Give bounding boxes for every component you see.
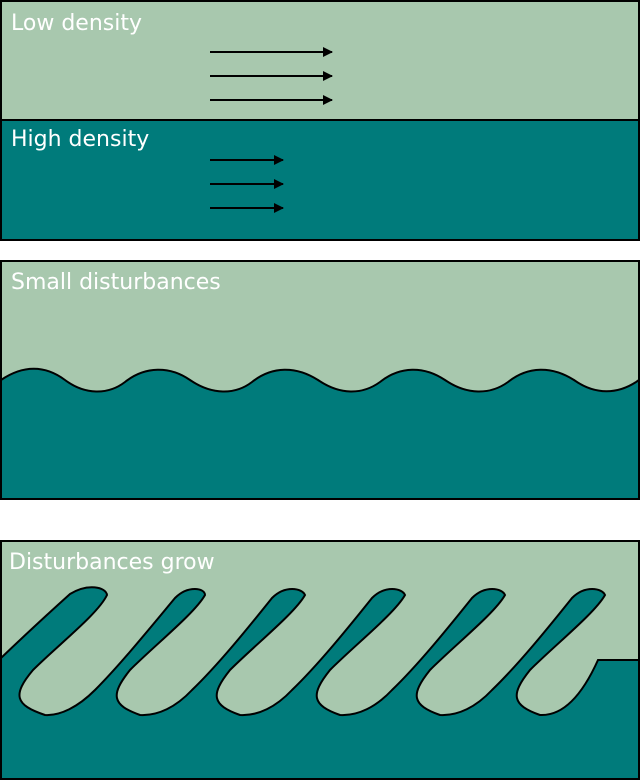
panel-initial: Low density High density xyxy=(0,0,640,241)
upper-fluid-with-curls xyxy=(0,540,640,717)
panel-small-disturbances: Small disturbances xyxy=(0,260,640,500)
wavy-interface-line xyxy=(0,367,640,393)
wavy-high-density-layer xyxy=(1,368,639,499)
panel-border xyxy=(0,260,640,500)
label-disturbances-grow: Disturbances grow xyxy=(9,550,215,575)
panel-border xyxy=(0,0,640,241)
upper-flow-arrows xyxy=(210,47,333,105)
panel-border xyxy=(0,540,640,780)
panel-disturbances-grow: Disturbances grow xyxy=(0,540,640,780)
label-small-disturbances: Small disturbances xyxy=(11,270,221,295)
label-low-density: Low density xyxy=(11,11,142,36)
lower-flow-arrows xyxy=(210,155,284,213)
label-high-density: High density xyxy=(11,127,149,152)
high-density-layer xyxy=(1,120,639,240)
